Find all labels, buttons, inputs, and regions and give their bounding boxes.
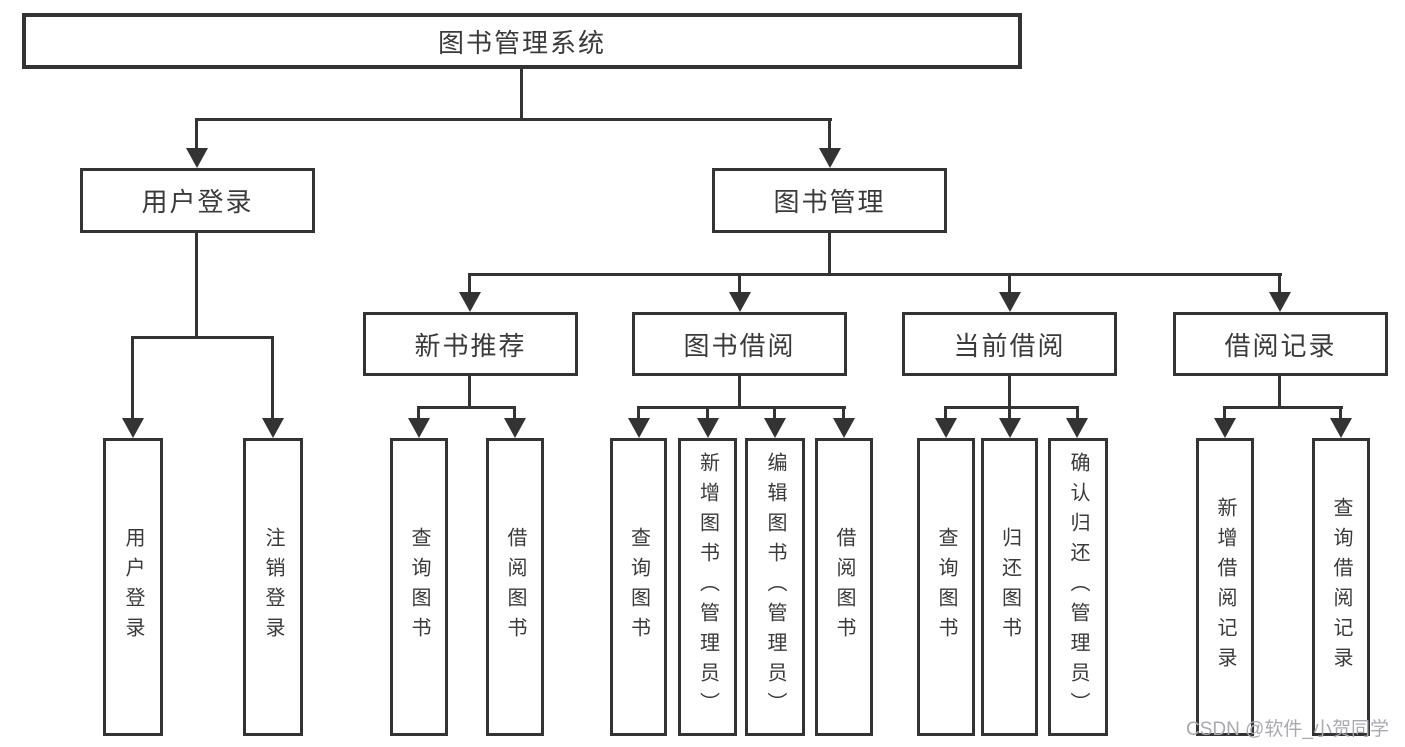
- arrow-down-icon: [935, 418, 957, 438]
- connector-vline: [417, 406, 420, 424]
- leaf-query-books-borrowing: 查询图书: [610, 438, 667, 736]
- leaf-label: 借阅图书: [833, 527, 855, 647]
- leaf-label: 编辑图书（管理员）: [764, 452, 786, 722]
- node-label: 图书管理系统: [437, 27, 606, 58]
- arrow-down-icon: [186, 148, 208, 168]
- connector-hline: [1223, 406, 1343, 409]
- connector-hline: [417, 406, 516, 409]
- leaf-label: 注销登录: [262, 527, 284, 647]
- node-new-book-recommend: 新书推荐: [363, 312, 578, 376]
- node-book-management: 图书管理: [712, 168, 947, 233]
- connector-vline: [738, 376, 741, 406]
- connector-vline: [828, 233, 831, 273]
- node-user-login: 用户登录: [80, 168, 315, 233]
- leaf-label: 新增借阅记录: [1214, 497, 1236, 677]
- arrow-down-icon: [999, 292, 1021, 312]
- arrow-down-icon: [1269, 292, 1291, 312]
- leaf-label: 查询图书: [627, 527, 650, 647]
- leaf-user-login: 用户登录: [103, 438, 163, 736]
- connector-vline: [131, 336, 134, 424]
- connector-vline: [828, 118, 831, 154]
- arrow-down-icon: [764, 418, 786, 438]
- connector-vline: [195, 118, 198, 154]
- connector-vline: [271, 336, 274, 424]
- leaf-query-borrow-record: 查询借阅记录: [1312, 438, 1370, 736]
- leaf-borrow-books-borrowing: 借阅图书: [815, 438, 873, 736]
- connector-vline: [842, 406, 845, 424]
- connector-hline: [468, 273, 1282, 276]
- leaf-query-books-current: 查询图书: [917, 438, 975, 736]
- arrow-down-icon: [408, 418, 430, 438]
- leaf-borrow-books-newbooks: 借阅图书: [486, 438, 544, 736]
- connector-vline: [1278, 273, 1281, 299]
- connector-hline: [196, 118, 832, 121]
- csdn-watermark: CSDN @软件_小贺同学: [1186, 719, 1389, 740]
- arrow-down-icon: [819, 148, 841, 168]
- connector-vline: [1008, 406, 1011, 424]
- connector-vline: [637, 406, 640, 424]
- arrow-down-icon: [833, 418, 855, 438]
- node-label: 新书推荐: [414, 330, 527, 361]
- connector-hline: [637, 406, 846, 409]
- node-borrowing-records: 借阅记录: [1173, 312, 1388, 376]
- arrow-down-icon: [262, 418, 284, 438]
- node-label: 借阅记录: [1224, 330, 1337, 361]
- connector-vline: [468, 376, 471, 406]
- leaf-label: 归还图书: [998, 527, 1021, 647]
- leaf-label: 用户登录: [122, 527, 144, 647]
- node-label: 当前借阅: [953, 330, 1066, 361]
- connector-vline: [773, 406, 776, 424]
- connector-vline: [1278, 376, 1281, 406]
- leaf-edit-books-admin: 编辑图书（管理员）: [745, 438, 805, 736]
- connector-vline: [944, 406, 947, 424]
- node-label: 用户登录: [141, 187, 254, 217]
- arrow-down-icon: [628, 418, 650, 438]
- arrow-down-icon: [1214, 418, 1236, 438]
- leaf-label: 确认归还（管理员）: [1067, 452, 1089, 722]
- connector-vline: [513, 406, 516, 424]
- arrow-down-icon: [504, 418, 526, 438]
- node-label: 图书借阅: [683, 330, 796, 361]
- leaf-logout: 注销登录: [243, 438, 303, 736]
- arrow-down-icon: [459, 292, 481, 312]
- connector-vline: [1223, 406, 1226, 424]
- connector-vline: [738, 273, 741, 299]
- leaf-label: 查询图书: [408, 527, 430, 647]
- connector-vline: [1339, 406, 1342, 424]
- leaf-label: 查询图书: [935, 527, 957, 647]
- node-label: 图书管理: [773, 187, 886, 217]
- leaf-return-books: 归还图书: [981, 438, 1038, 736]
- leaf-add-books-admin: 新增图书（管理员）: [678, 438, 737, 736]
- connector-vline: [706, 406, 709, 424]
- connector-vline: [1008, 376, 1011, 406]
- connector-vline: [468, 273, 471, 299]
- leaf-label: 借阅图书: [504, 527, 526, 647]
- arrow-down-icon: [999, 418, 1021, 438]
- connector-hline: [944, 406, 1079, 409]
- connector-vline: [195, 233, 198, 336]
- arrow-down-icon: [1330, 418, 1352, 438]
- connector-vline: [1076, 406, 1079, 424]
- leaf-add-borrow-record: 新增借阅记录: [1196, 438, 1254, 736]
- leaf-confirm-return-admin: 确认归还（管理员）: [1048, 438, 1108, 736]
- connector-hline: [131, 336, 274, 339]
- node-current-borrowing: 当前借阅: [902, 312, 1117, 376]
- arrow-down-icon: [1066, 418, 1088, 438]
- connector-vline: [1008, 273, 1011, 299]
- arrow-down-icon: [697, 418, 719, 438]
- arrow-down-icon: [729, 292, 751, 312]
- connector-vline: [520, 69, 523, 118]
- node-book-borrowing: 图书借阅: [632, 312, 847, 376]
- node-library-management-system: 图书管理系统: [22, 13, 1022, 69]
- arrow-down-icon: [122, 418, 144, 438]
- leaf-query-books-newbooks: 查询图书: [390, 438, 448, 736]
- leaf-label: 查询借阅记录: [1330, 497, 1352, 677]
- leaf-label: 新增图书（管理员）: [696, 452, 719, 722]
